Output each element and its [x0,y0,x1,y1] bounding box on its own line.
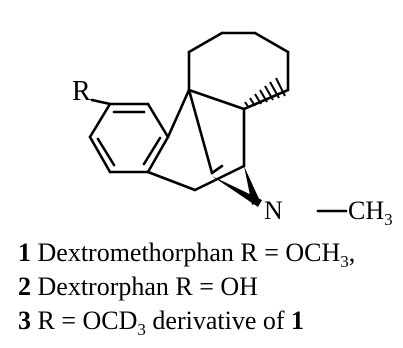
subscript: 3 [340,252,349,272]
double-bond [142,136,162,166]
bond [88,102,112,139]
compound-ref: 1 [291,306,305,335]
bond [210,164,224,175]
bond-r [90,98,112,106]
wedge-bond [244,166,260,205]
caption-text: Dextrorphan R = OH [31,272,258,301]
r-label: R [72,76,91,107]
methyl-label: CH3 [348,196,393,229]
methyl-sub: 3 [384,210,393,229]
caption-text: R = OCD [31,306,138,335]
wedge-bond [212,176,262,207]
compound-number: 3 [18,306,31,335]
caption-line-3: 3 R = OCD3 derivative of 1 [18,306,305,340]
bond [253,31,290,54]
bond [166,88,191,139]
bond [146,135,170,174]
double-bond [96,137,116,167]
caption-line-1: 1 Dextromethorphan R = OCH3, [18,238,356,272]
compound-number: 2 [18,272,31,301]
bond [187,31,224,54]
methyl-ch: CH [348,196,384,225]
caption-text: Dextromethorphan R = OCH [31,238,341,267]
bond [146,102,170,139]
nitrogen-label: N [264,196,283,225]
subscript: 3 [137,320,146,340]
hashed-bond [244,77,286,109]
dextromethorphan-structure: R N CH3 [72,31,393,229]
bond [187,88,246,111]
compound-number: 1 [18,238,31,267]
bond [193,164,246,192]
bond [88,135,112,174]
caption-text: derivative of [145,306,292,335]
caption-line-2: 2 Dextrorphan R = OH [18,272,258,302]
bonds [88,31,348,213]
caption-text: , [348,238,356,267]
bond [187,88,214,175]
bond [146,170,197,192]
